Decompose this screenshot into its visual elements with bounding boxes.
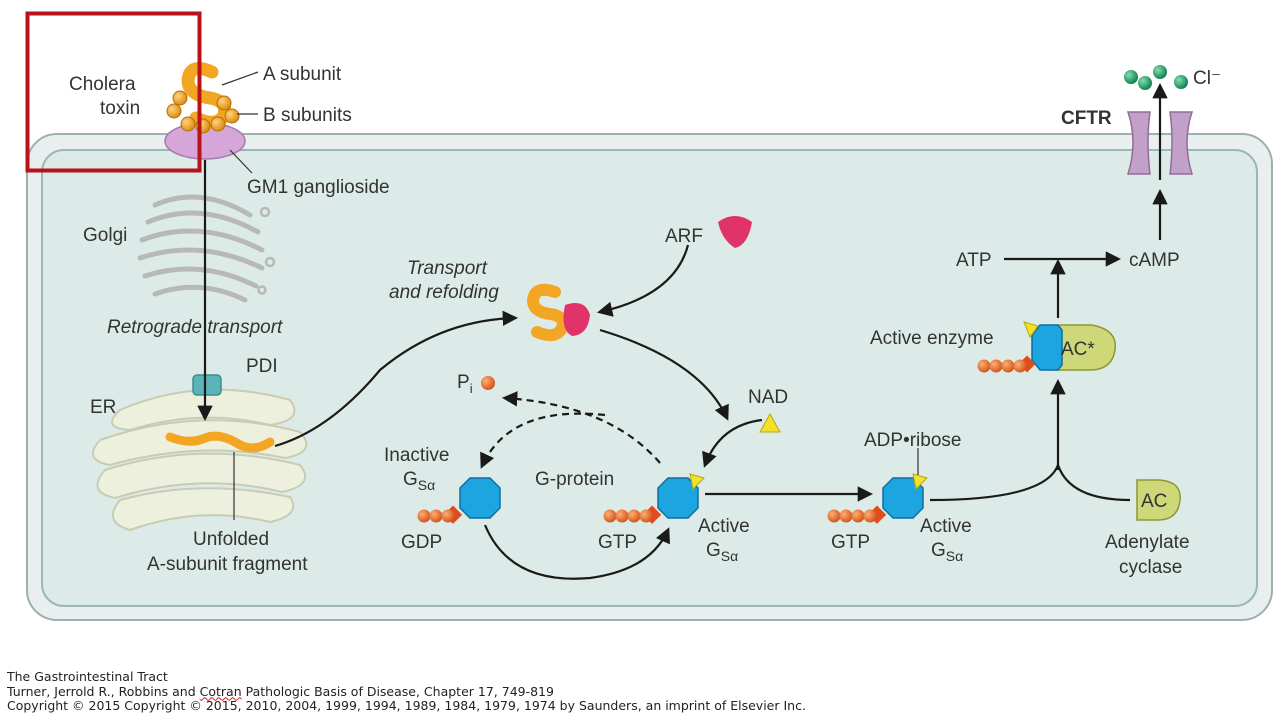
unfolded-label-2: A-subunit fragment bbox=[147, 554, 308, 575]
citation-footer: The Gastrointestinal Tract Turner, Jerro… bbox=[7, 669, 806, 714]
toxin-b-subunits bbox=[166, 90, 240, 134]
toxin-to-gprotein-arrow bbox=[599, 328, 729, 421]
active-enzyme-label: Active enzyme bbox=[870, 328, 994, 349]
chloride-label: Cl⁻ bbox=[1193, 68, 1221, 89]
arf-arrow bbox=[596, 244, 690, 317]
chloride-ions bbox=[1124, 65, 1188, 90]
b-subunits-label: B subunits bbox=[263, 105, 352, 126]
a-subunit-leader bbox=[221, 71, 259, 86]
active-enzyme-gs bbox=[1031, 324, 1063, 371]
cell-membrane-inner bbox=[41, 149, 1258, 607]
pi-label: Pi bbox=[457, 372, 473, 396]
transport-label-2: and refolding bbox=[389, 282, 499, 303]
nad-label: NAD bbox=[748, 387, 788, 408]
cholera-toxin-label-2: toxin bbox=[100, 98, 140, 119]
active-gs-label-mid: GSα bbox=[706, 540, 738, 564]
gprotein-label: G-protein bbox=[535, 469, 614, 490]
unfolded-a-fragment bbox=[165, 431, 275, 453]
gm1-label: GM1 ganglioside bbox=[247, 177, 390, 198]
ac-star-label: AC* bbox=[1061, 339, 1095, 360]
cftr-label: CFTR bbox=[1061, 108, 1112, 129]
active-label-mid: Active bbox=[698, 516, 750, 537]
ac-label: AC bbox=[1141, 491, 1167, 512]
unfolded-label-1: Unfolded bbox=[193, 529, 269, 550]
gtp-label-right: GTP bbox=[831, 532, 870, 553]
toxin-a-subunit bbox=[181, 61, 232, 129]
arf-label: ARF bbox=[665, 226, 703, 247]
inactive-label: Inactive bbox=[384, 445, 449, 466]
arf-on-toxin bbox=[563, 302, 590, 336]
a-subunit-label: A subunit bbox=[263, 64, 342, 85]
footer-copyright: Copyright © 2015 Copyright © 2015, 2010,… bbox=[7, 698, 806, 713]
nad-triangle bbox=[759, 412, 781, 433]
gm1-leader bbox=[229, 149, 253, 174]
footer-title: The Gastrointestinal Tract bbox=[7, 669, 168, 684]
misspelled-word: Cotran bbox=[199, 683, 242, 699]
active-gs-label-right: GSα bbox=[931, 540, 963, 564]
adp-ribose-label: ADP•ribose bbox=[864, 430, 961, 451]
gtp-beads-right bbox=[827, 509, 877, 523]
er-label: ER bbox=[90, 397, 116, 418]
atp-label: ATP bbox=[956, 250, 992, 271]
ac-to-merge-line bbox=[1056, 464, 1131, 502]
gs-to-merge-line bbox=[929, 464, 1060, 502]
footer-source: Turner, Jerrold R., Robbins and Cotran P… bbox=[7, 683, 554, 699]
pi-release-arrow bbox=[501, 391, 661, 464]
active-enzyme-ac bbox=[1054, 324, 1117, 371]
active-enzyme-beads bbox=[977, 359, 1027, 373]
refolded-a-subunit bbox=[526, 283, 569, 342]
adp-ribose-mark bbox=[912, 473, 928, 491]
retrograde-label: Retrograde transport bbox=[107, 317, 283, 338]
cftr-channel bbox=[1126, 111, 1194, 175]
nad-arrow bbox=[702, 418, 763, 468]
arf-protein bbox=[718, 216, 752, 248]
inactive-gs-alpha bbox=[459, 477, 501, 519]
pdi-channel bbox=[192, 374, 222, 396]
gdp-label: GDP bbox=[401, 532, 442, 553]
gtp-label-mid: GTP bbox=[598, 532, 637, 553]
cholera-toxin-diagram: Cholera toxin A subunit B subunits GM1 g… bbox=[25, 11, 1273, 621]
adenylate-label-2: cyclase bbox=[1119, 557, 1182, 578]
adenylate-cyclase bbox=[1136, 479, 1181, 521]
pi-ball bbox=[481, 376, 495, 390]
transport-label-1: Transport bbox=[407, 258, 488, 279]
gtp-beads-mid bbox=[603, 509, 653, 523]
gdp-beads bbox=[417, 509, 455, 523]
active-gs-nad-mark bbox=[689, 473, 705, 491]
golgi-vesicles bbox=[257, 206, 276, 295]
highlight-box bbox=[25, 11, 202, 173]
active-enzyme-mark bbox=[1023, 321, 1039, 339]
pdi-label: PDI bbox=[246, 356, 278, 377]
adenylate-label-1: Adenylate bbox=[1105, 532, 1190, 553]
golgi-apparatus bbox=[137, 194, 265, 303]
golgi-label: Golgi bbox=[83, 225, 127, 246]
active-label-right: Active bbox=[920, 516, 972, 537]
camp-label: cAMP bbox=[1129, 250, 1180, 271]
endoplasmic-reticulum bbox=[91, 388, 308, 532]
inactive-gs-label: GSα bbox=[403, 469, 435, 493]
gdp-exchange-arrow bbox=[483, 524, 670, 580]
refolding-arrow bbox=[274, 310, 519, 448]
cholera-toxin-label-1: Cholera bbox=[69, 74, 136, 95]
